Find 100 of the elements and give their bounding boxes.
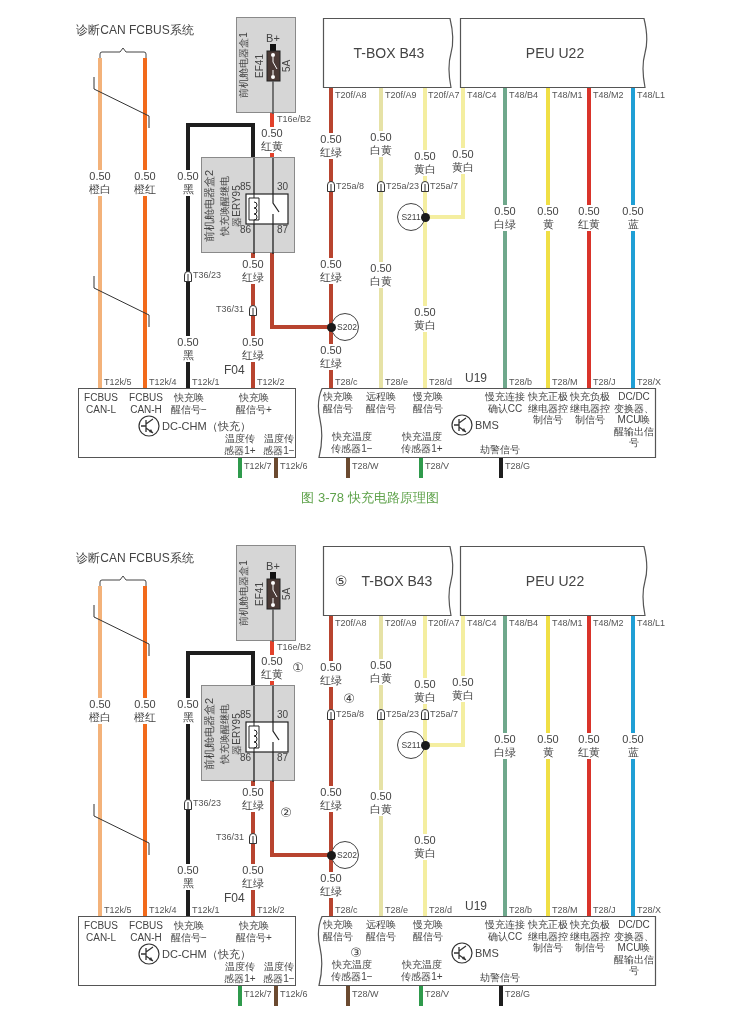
pin-function-label: 温度传感器1+ [223,433,257,456]
wire-label: 0.50 黄白 [450,148,476,174]
pin-function-label: FCBUS CAN-L [83,392,119,415]
wire [499,458,503,478]
wire-label: 0.50 橙红 [132,698,158,724]
pin-label: T20f/A9 [385,618,417,629]
fuse-label: EF41 [254,582,266,606]
pin-label: T25a/7 [430,709,459,720]
wire-label: 0.50 橙白 [87,698,113,724]
wire-label: 0.50 白黄 [368,790,394,816]
wire-label: 0.50 红绿 [318,133,344,159]
pin-function-label: FCBUS CAN-H [128,920,164,943]
pin-label: T36/31 [216,304,245,315]
pin-label: T12k/1 [192,377,220,388]
pin-function-label: 远程唤醒信号 [365,919,397,942]
wire-label: 0.50 黄白 [412,678,438,704]
wire [274,986,278,1006]
pin-function-label: 快充温度传感器1+ [400,959,444,982]
pin-label: T12k/6 [280,461,308,472]
pin-label: T48/M1 [552,618,583,629]
pin-label: T48/C4 [467,618,497,629]
box-label: 前机舱电器盒1 [238,32,250,98]
pin-label: T20f/A7 [428,90,460,101]
pin-label: T28/b [509,905,532,916]
pin-label: T12k/4 [149,377,177,388]
wire [503,616,507,916]
pin-label: T28/e [385,905,408,916]
wire [587,88,591,388]
pin-label: T20f/A8 [335,618,367,629]
pin-label: T28/V [425,461,449,472]
wire-label: 0.50 白绿 [492,733,518,759]
wire-label: 0.50 黑 [175,698,201,724]
wire [546,616,550,916]
pin-label: T28/d [429,377,452,388]
pin-label: T48/L1 [637,90,666,101]
pin-function-label: 快充唤醒信号− [170,392,208,415]
pin-label: T28/b [509,377,532,388]
wire-label: 0.50 红黄 [259,127,285,153]
wire-label: 0.50 红绿 [318,661,344,687]
module-label: T-BOX B43 [361,572,433,590]
pin-function-label: FCBUS CAN-H [128,392,164,415]
wire-label: 0.50 橙白 [87,170,113,196]
pin-number: 85 [240,709,252,721]
pin-label: T48/B4 [509,90,539,101]
relay-box [201,685,295,781]
terminal-label: B+ [266,31,280,45]
wire-label: 0.50 红绿 [240,864,266,890]
pin-label: T48/B4 [509,618,539,629]
module-label: PEU U22 [525,572,585,590]
pin-function-label: 快充负极继电器控制信号 [570,919,610,954]
control-unit-box [78,916,296,986]
box-label: 前机舱电器盒2 [202,169,216,243]
pin-label: T16e/B2 [277,114,312,125]
pin-function-label: 慢充连接确认CC [485,391,525,414]
wire [631,88,635,388]
wire-label: 0.50 红绿 [318,872,344,898]
box-label: 前机舱电器盒2 [202,697,216,771]
wire [98,586,102,916]
pin-function-label: 劫警信号 [480,972,520,984]
wire [143,586,147,916]
pin-label: T12k/7 [244,989,272,1000]
unit-code: F04 [224,892,245,906]
splice-circle [331,841,359,869]
pin-label: T28/M [552,377,578,388]
pin-number: 86 [240,752,252,764]
pin-number: 87 [277,224,289,236]
wire-label: 0.50 黑 [175,336,201,362]
pin-label: T12k/6 [280,989,308,1000]
wire [143,58,147,388]
wire [587,616,591,916]
figure-caption: 图 3-78 快充电路原理图 [301,491,439,506]
pin-label: T48/L1 [637,618,666,629]
pin-label: T12k/5 [104,905,132,916]
unit-label: BMS [475,418,499,432]
pin-label: T28/W [352,461,379,472]
splice-circle [397,203,425,231]
section-heading: 诊断CAN FCBUS系统 [76,552,194,566]
splice-circle [331,313,359,341]
pin-label: T20f/A9 [385,90,417,101]
wire-label: 0.50 红黄 [576,205,602,231]
pin-label: T25a/23 [386,181,420,192]
wire [186,123,255,388]
fuse-box [236,17,296,113]
wire [238,458,242,478]
wire-label: 0.50 红绿 [240,258,266,284]
pin-label: T12k/2 [257,377,285,388]
unit-code: F04 [224,364,245,378]
pin-label: T36/23 [193,798,222,809]
pin-label: T25a/8 [336,181,365,192]
pin-function-label: DC/DC变换器、MCU唤醒输出信号 [614,919,654,977]
pin-number: 30 [277,181,289,193]
pin-function-label: 快充温度传感器1+ [400,431,444,454]
pin-number: 86 [240,224,252,236]
pin-label: T25a/7 [430,181,459,192]
wire-label: 0.50 黄 [535,205,561,231]
splice-label: S211 [401,741,421,751]
pin-function-label: 快充唤醒信号 [322,919,354,942]
pin-function-label: DC/DC变换器、MCU唤醒输出信号 [614,391,654,449]
pin-function-label: 快充温度传感器1− [330,959,374,982]
pin-function-label: 慢充唤醒信号 [412,391,444,414]
